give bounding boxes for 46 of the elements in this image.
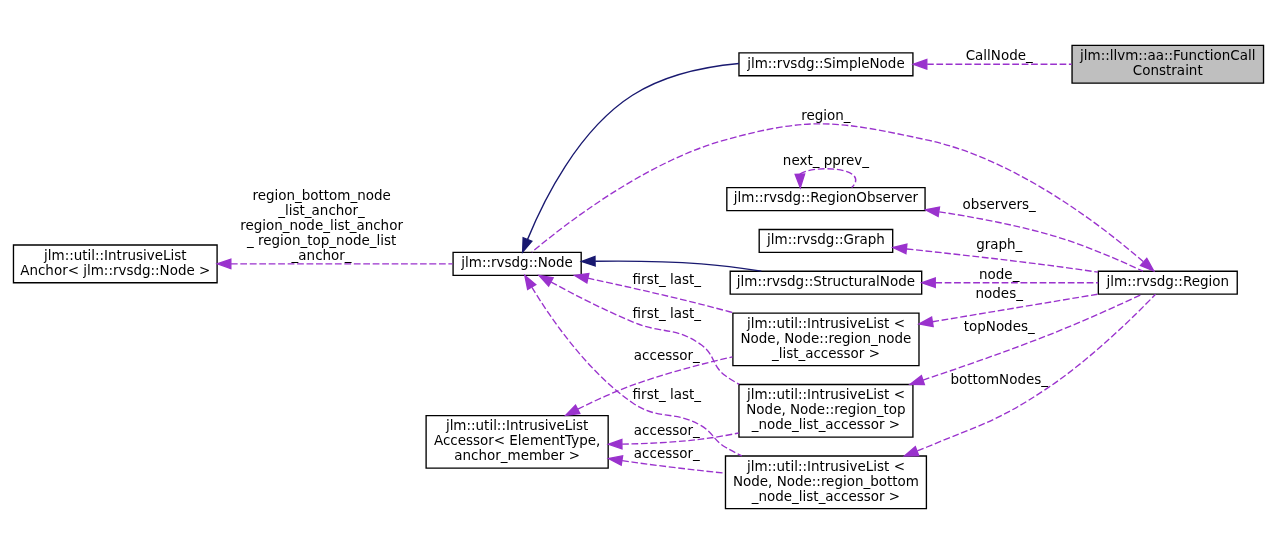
arrow <box>919 276 1099 288</box>
node-box: jlm::rvsdg::SimpleNode <box>738 51 914 76</box>
node-box: jlm::rvsdg::Graph <box>758 228 894 253</box>
edge-label: node_ <box>979 265 1020 282</box>
node-box: jlm::llvm::aa::FunctionCall Constraint <box>1071 44 1265 84</box>
edge-label: accessor_ <box>633 421 700 438</box>
node-box: jlm::util::IntrusiveList < Node, Node::region_node _list_accessor > <box>732 311 920 366</box>
edge-label: bottomNodes_ <box>950 370 1049 387</box>
node-box: jlm::util::IntrusiveList Anchor< jlm::rvsdg::Node > <box>12 243 218 283</box>
arrow <box>563 355 734 416</box>
arrow <box>606 454 726 474</box>
arrow <box>902 293 1157 457</box>
arrow <box>794 167 857 190</box>
arrow <box>908 293 1143 385</box>
node-box: jlm::util::IntrusiveList < Node, Node::region_bottom _node_list_accessor > <box>724 454 928 509</box>
arrow <box>531 122 1156 272</box>
node-box: jlm::util::IntrusiveList < Node, Node::region_top _node_list_accessor > <box>738 383 914 438</box>
edge-label: next_ pprev_ <box>782 151 870 168</box>
edge-label: region_ <box>801 106 851 123</box>
arrow <box>911 58 1073 70</box>
edge-label: CallNode_ <box>965 46 1033 63</box>
node-box: jlm::rvsdg::Region <box>1097 270 1238 295</box>
edge-label: nodes_ <box>975 284 1023 301</box>
arrow <box>521 62 740 254</box>
edge-label: first_ last_ <box>632 270 702 287</box>
node-box: jlm::util::IntrusiveList Accessor< ElementType, anchor_member > <box>425 414 609 469</box>
arrow <box>572 272 735 314</box>
edge-label: first_ last_ <box>632 385 702 402</box>
arrow <box>923 205 1144 272</box>
edge-label: accessor_ <box>633 346 700 363</box>
arrow <box>523 273 743 456</box>
edge-label: observers_ <box>962 195 1036 212</box>
node-box: jlm::rvsdg::StructuralNode <box>729 270 923 295</box>
arrow <box>917 292 1099 327</box>
edge-label: region_bottom_node _list_anchor_ region_node_list_anchor _ region_top_node_list _anchor_ <box>240 186 403 263</box>
arrow <box>215 257 454 270</box>
arrow <box>579 255 763 272</box>
arrow <box>537 274 740 385</box>
arrow <box>606 431 740 450</box>
node-box: jlm::rvsdg::Node <box>452 251 582 276</box>
node-box: jlm::rvsdg::RegionObserver <box>726 186 926 211</box>
edge-label: accessor_ <box>633 444 700 461</box>
edge-label: graph_ <box>976 235 1023 252</box>
arrow <box>890 242 1099 273</box>
edge-label: topNodes_ <box>963 317 1035 334</box>
edge-label: first_ last_ <box>632 304 702 321</box>
